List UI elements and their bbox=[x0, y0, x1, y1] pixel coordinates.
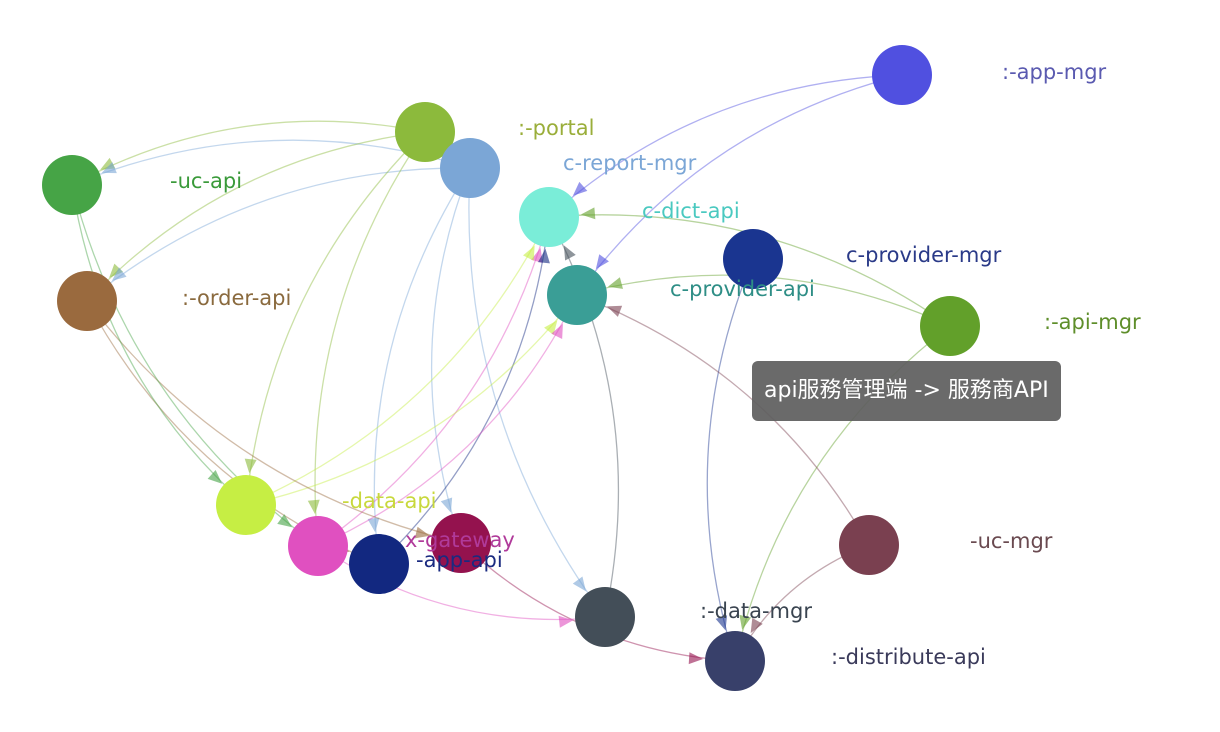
edge-arrow-report-mgr-to-data-mgr bbox=[572, 576, 586, 592]
node-data-mgr[interactable] bbox=[575, 587, 635, 647]
edge-arrow-order-api-to-api-gateway bbox=[414, 526, 430, 539]
edge-arrow-app-api-to-dict-api bbox=[537, 248, 550, 264]
edge-uc-api-to-gateway[interactable] bbox=[71, 184, 319, 547]
edge-arrow-portal-to-data-api bbox=[244, 458, 257, 474]
edge-gateway-to-dict-api[interactable] bbox=[317, 216, 550, 547]
node-label-data-mgr: :-data-mgr bbox=[700, 599, 812, 623]
labels-layer: :-app-mgr :-portal c-report-mgr -uc-api c-di… bbox=[170, 60, 1141, 669]
edge-arrow-api-mgr-to-dict-api bbox=[580, 207, 596, 220]
edge-arrow-report-mgr-to-api-gateway bbox=[440, 497, 453, 513]
edge-report-mgr-to-data-mgr[interactable] bbox=[468, 167, 606, 618]
node-label-api-mgr: :-api-mgr bbox=[1044, 310, 1141, 334]
edge-report-mgr-to-api-gateway[interactable] bbox=[430, 167, 471, 544]
edge-tooltip: api服務管理端 -> 服務商API bbox=[752, 361, 1061, 421]
edge-arrow-api-mgr-to-provider-api bbox=[607, 277, 623, 289]
node-uc-mgr[interactable] bbox=[839, 515, 899, 575]
edge-order-api-to-api-gateway[interactable] bbox=[86, 300, 462, 544]
node-label-gateway: x-gateway bbox=[405, 528, 515, 552]
node-label-provider-api: c-provider-api bbox=[670, 277, 815, 301]
edge-gateway-to-provider-api[interactable] bbox=[317, 294, 578, 547]
edge-arrow-uc-mgr-to-provider-api bbox=[606, 305, 623, 317]
node-label-distribute-api: :-distribute-api bbox=[831, 645, 986, 669]
node-label-dict-api: c-dict-api bbox=[642, 199, 740, 223]
node-portal[interactable] bbox=[395, 102, 455, 162]
edge-portal-to-order-api[interactable] bbox=[86, 131, 426, 302]
edge-uc-mgr-to-provider-api[interactable] bbox=[576, 294, 870, 546]
edge-report-mgr-to-app-api[interactable] bbox=[373, 167, 471, 565]
edge-arrow-portal-to-gateway bbox=[307, 499, 320, 515]
node-uc-api[interactable] bbox=[42, 155, 102, 215]
edge-arrow-uc-api-to-data-api bbox=[207, 469, 223, 484]
node-order-api[interactable] bbox=[57, 271, 117, 331]
edge-arrow-report-mgr-to-app-api bbox=[367, 517, 380, 533]
edge-arrow-uc-api-to-gateway bbox=[277, 514, 293, 528]
node-app-mgr[interactable] bbox=[872, 45, 932, 105]
edge-arrow-uc-mgr-to-distribute-api bbox=[750, 617, 763, 634]
node-label-report-mgr: c-report-mgr bbox=[563, 151, 697, 175]
node-label-order-api: :-order-api bbox=[182, 286, 291, 310]
edge-app-mgr-to-dict-api[interactable] bbox=[548, 74, 903, 218]
node-report-mgr[interactable] bbox=[440, 138, 500, 198]
node-label-data-api: -data-api bbox=[342, 489, 437, 513]
node-label-app-api: -app-api bbox=[416, 548, 503, 572]
edge-arrow-app-mgr-to-provider-api bbox=[595, 254, 609, 270]
edge-arrow-gateway-to-data-mgr bbox=[558, 615, 574, 628]
edge-report-mgr-to-order-api[interactable] bbox=[86, 167, 471, 302]
edge-data-api-to-provider-api[interactable] bbox=[245, 294, 578, 506]
edge-arrow-portal-to-order-api bbox=[109, 263, 124, 278]
node-provider-mgr[interactable] bbox=[723, 229, 783, 289]
node-data-api[interactable] bbox=[216, 475, 276, 535]
edge-portal-to-uc-api[interactable] bbox=[71, 120, 426, 186]
edge-app-mgr-to-provider-api[interactable] bbox=[576, 74, 903, 296]
edge-arrow-api-gateway-to-distribute-api bbox=[688, 652, 704, 665]
edge-arrow-report-mgr-to-order-api bbox=[111, 267, 127, 281]
node-label-provider-mgr: c-provider-mgr bbox=[846, 243, 1002, 267]
edge-arrow-provider-mgr-to-distribute-api bbox=[715, 615, 728, 631]
edge-data-api-to-dict-api[interactable] bbox=[245, 216, 550, 506]
edge-arrow-app-mgr-to-dict-api bbox=[572, 181, 588, 196]
node-api-mgr[interactable] bbox=[920, 296, 980, 356]
node-label-uc-api: -uc-api bbox=[170, 169, 242, 193]
edge-portal-to-data-api[interactable] bbox=[245, 131, 426, 506]
node-app-api[interactable] bbox=[349, 534, 409, 594]
node-distribute-api[interactable] bbox=[705, 631, 765, 691]
node-api-gateway[interactable] bbox=[431, 513, 491, 573]
edge-arrow-data-api-to-provider-api bbox=[544, 320, 558, 336]
edge-arrow-api-mgr-to-distribute-api bbox=[739, 614, 752, 630]
node-label-uc-mgr: -uc-mgr bbox=[970, 529, 1053, 553]
edge-uc-api-to-data-api[interactable] bbox=[71, 184, 247, 506]
node-gateway[interactable] bbox=[288, 516, 348, 576]
node-provider-api[interactable] bbox=[547, 265, 607, 325]
edge-arrow-gateway-to-provider-api bbox=[551, 323, 563, 339]
nodes-layer bbox=[42, 45, 980, 691]
edge-app-api-to-dict-api[interactable] bbox=[378, 216, 550, 565]
edge-arrow-data-api-to-dict-api bbox=[523, 245, 535, 261]
edge-arrow-data-mgr-to-dict-api bbox=[563, 245, 576, 261]
edge-arrow-report-mgr-to-uc-api bbox=[101, 162, 117, 174]
node-label-portal: :-portal bbox=[518, 116, 594, 140]
node-dict-api[interactable] bbox=[519, 187, 579, 247]
edge-provider-mgr-to-distribute-api[interactable] bbox=[706, 258, 754, 662]
node-label-app-mgr: :-app-mgr bbox=[1002, 60, 1107, 84]
edge-portal-to-gateway[interactable] bbox=[314, 131, 426, 547]
